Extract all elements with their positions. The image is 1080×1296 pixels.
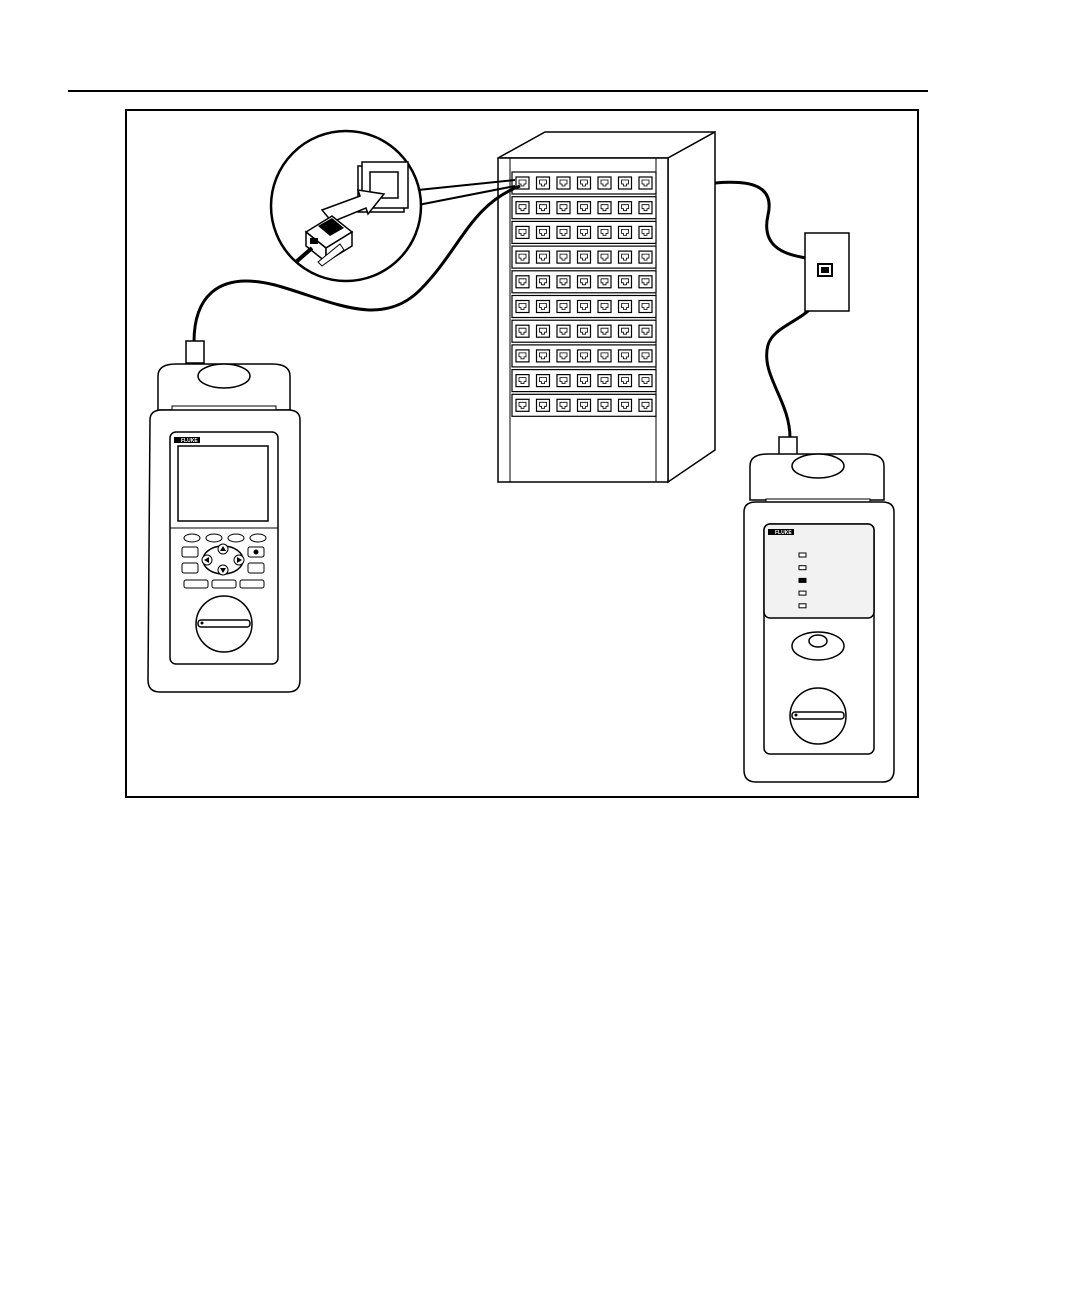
rj45-port-icon: [516, 399, 529, 411]
rj45-port-icon: [598, 276, 611, 288]
rj45-port-icon: [578, 226, 591, 238]
tester-display: [178, 446, 268, 521]
rj45-port-icon: [557, 251, 570, 263]
rj45-port-icon: [619, 301, 632, 313]
rj45-port-icon: [619, 177, 632, 189]
brand-logo-left: FLUKE: [181, 438, 198, 444]
rj45-port-icon: [598, 375, 611, 387]
rj45-port-icon: [598, 177, 611, 189]
rj45-port-icon: [639, 399, 652, 411]
status-led: [799, 604, 806, 608]
rj45-port-icon: [598, 226, 611, 238]
rj45-port-icon: [639, 202, 652, 214]
rj45-port-icon: [557, 226, 570, 238]
rj45-port-icon: [516, 251, 529, 263]
rj45-port-icon: [619, 226, 632, 238]
rj45-port-icon: [639, 226, 652, 238]
rj45-port-icon: [578, 177, 591, 189]
rj45-port-icon: [639, 276, 652, 288]
rj45-port-icon: [537, 226, 550, 238]
rj45-port-icon: [516, 202, 529, 214]
rj45-port-icon: [557, 202, 570, 214]
rj45-port-icon: [557, 177, 570, 189]
rj45-port-icon: [578, 399, 591, 411]
patch-panel-cabinet: [498, 132, 715, 482]
rj45-port-icon: [598, 202, 611, 214]
rj45-port-icon: [598, 301, 611, 313]
record-key-icon: [254, 550, 259, 555]
rj45-port-icon: [639, 375, 652, 387]
rj45-port-icon: [619, 276, 632, 288]
rj45-port-icon: [537, 375, 550, 387]
rj45-port-icon: [537, 202, 550, 214]
rj45-port-icon: [598, 251, 611, 263]
rj45-port-icon: [537, 399, 550, 411]
rj45-port-icon: [639, 177, 652, 189]
rj45-port-icon: [557, 375, 570, 387]
main-tester: FLUKE: [148, 341, 300, 692]
rj45-port-icon: [557, 399, 570, 411]
rj45-port-icon: [557, 350, 570, 362]
rj45-port-icon: [537, 276, 550, 288]
rj45-port-icon: [619, 399, 632, 411]
rj45-port-icon: [557, 325, 570, 337]
rj45-port-icon: [639, 301, 652, 313]
rj45-port-icon: [639, 350, 652, 362]
rj45-port-icon: [578, 325, 591, 337]
rj45-port-icon: [619, 202, 632, 214]
rj45-port-icon: [557, 276, 570, 288]
rj45-port-icon: [598, 399, 611, 411]
rotary-dial: [196, 596, 252, 652]
rj45-port-icon: [578, 301, 591, 313]
rj45-port-icon: [619, 375, 632, 387]
remote-rotary-dial: [790, 688, 846, 744]
rj45-port-icon: [537, 325, 550, 337]
rj45-port-icon: [578, 276, 591, 288]
rj45-port-icon: [516, 325, 529, 337]
wall-outlet: [805, 233, 849, 311]
rj45-port-icon: [557, 301, 570, 313]
rj45-port-icon: [619, 251, 632, 263]
rj45-port-icon: [639, 251, 652, 263]
status-led: [799, 566, 806, 570]
rj45-port-icon: [537, 177, 550, 189]
remote-unit: FLUKE: [744, 437, 894, 782]
rj45-port-icon: [516, 375, 529, 387]
rj45-port-icon: [598, 350, 611, 362]
rj45-port-icon: [598, 325, 611, 337]
rj45-port-icon: [537, 251, 550, 263]
rj45-port-icon: [619, 325, 632, 337]
rj45-port-icon: [639, 325, 652, 337]
rj45-port-icon: [578, 375, 591, 387]
brand-logo-right: FLUKE: [775, 530, 792, 536]
rj45-port-icon: [516, 226, 529, 238]
rj45-port-icon: [578, 251, 591, 263]
rj45-port-icon: [578, 350, 591, 362]
rj45-port-icon: [537, 301, 550, 313]
rj45-port-icon: [516, 350, 529, 362]
rj45-port-icon: [516, 276, 529, 288]
status-led: [799, 553, 806, 557]
status-led: [799, 578, 806, 582]
rj45-port-icon: [516, 301, 529, 313]
rj45-port-icon: [619, 350, 632, 362]
rj45-port-icon: [578, 202, 591, 214]
bottom-keys: [184, 580, 264, 588]
rj45-port-icon: [537, 350, 550, 362]
status-led: [799, 591, 806, 595]
